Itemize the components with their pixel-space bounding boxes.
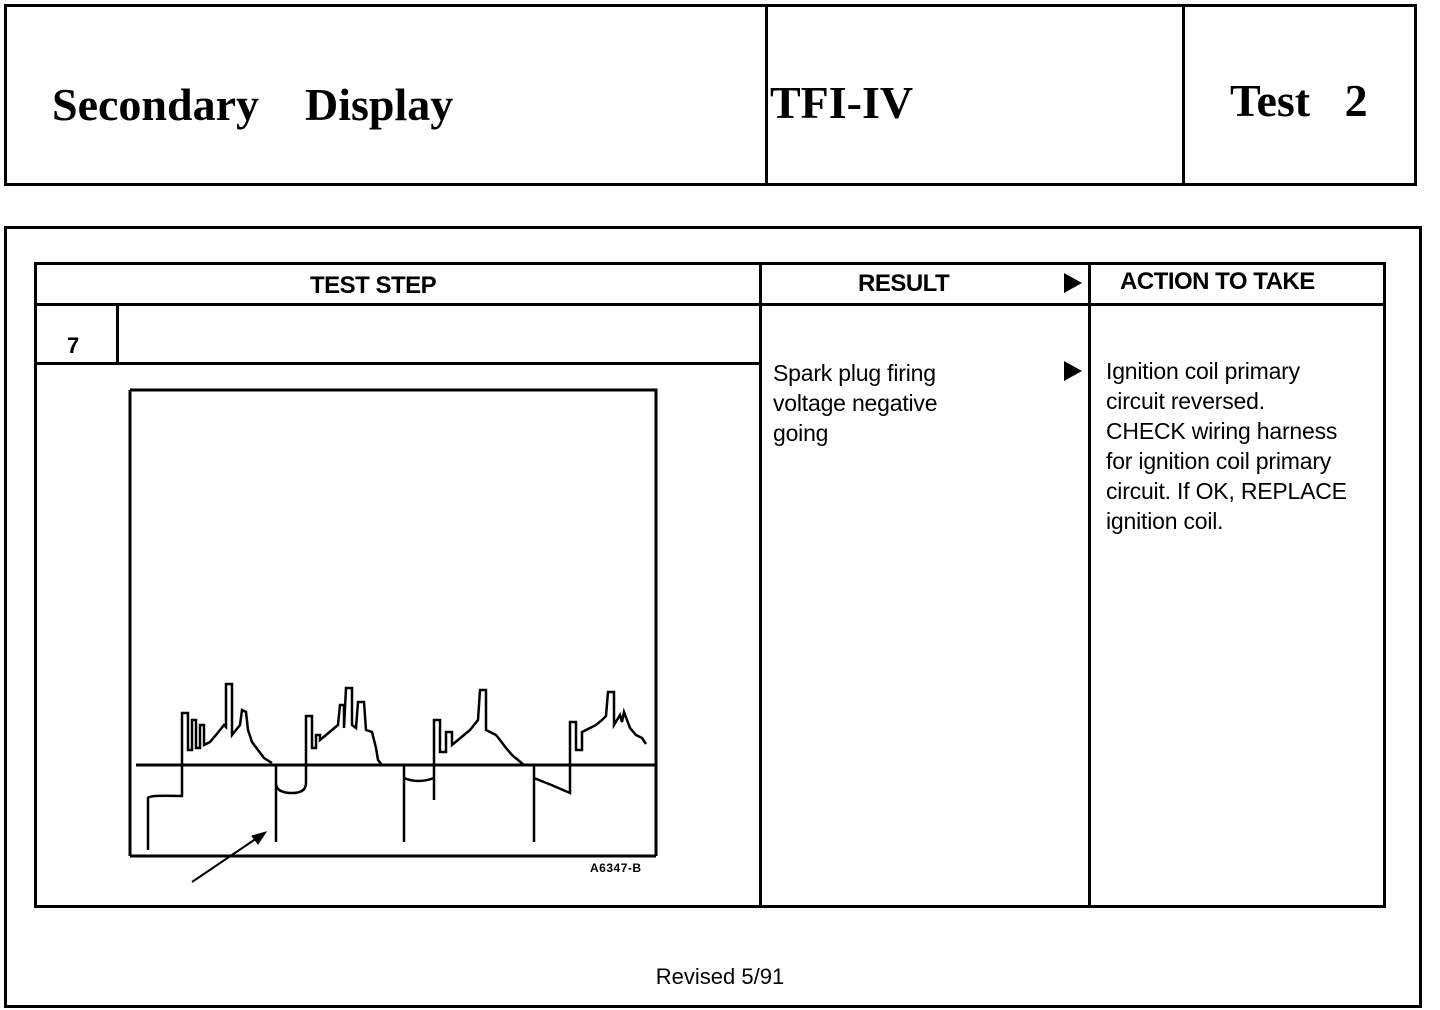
scope-frame	[128, 388, 658, 856]
action-line: for ignition coil primary	[1106, 448, 1332, 474]
action-line: circuit reversed.	[1106, 388, 1265, 414]
pointer-arrow	[191, 835, 261, 883]
content-box	[4, 226, 1422, 1008]
figure-label: A6347-B	[590, 861, 642, 875]
page-title: Secondary Display	[52, 79, 454, 130]
waveform-cylinder-4	[532, 690, 648, 842]
column-header-result: RESULT	[858, 270, 950, 297]
system-name: TFI-IV	[770, 77, 914, 128]
column-header-test-step: TEST STEP	[310, 272, 437, 299]
waveform-cylinder-3	[402, 688, 525, 842]
step-number-divider	[116, 303, 119, 363]
test-number: Test 2	[1230, 75, 1368, 126]
pointer-arrowhead	[251, 831, 268, 845]
column-divider	[759, 262, 762, 908]
result-text: Spark plug firing voltage negative going	[773, 358, 938, 448]
secondary-waveform-figure	[128, 388, 658, 883]
waveform-cylinder-2	[274, 686, 383, 842]
action-line: ignition coil.	[1106, 508, 1224, 534]
column-header-action: ACTION TO TAKE	[1120, 268, 1315, 295]
arrow-right-icon	[1064, 361, 1082, 381]
step-number: 7	[67, 333, 79, 358]
waveform-cylinder-1	[146, 682, 273, 850]
test-table	[34, 262, 1386, 908]
step-row-divider	[34, 362, 761, 365]
header-divider	[765, 7, 768, 183]
action-line: CHECK wiring harness	[1106, 418, 1338, 444]
action-line: circuit. If OK, REPLACE	[1106, 478, 1347, 504]
header-row-divider	[34, 303, 1386, 306]
arrow-right-icon	[1064, 273, 1082, 293]
revised-date: Revised 5/91	[655, 964, 785, 989]
action-text: Ignition coil primary circuit reversed. …	[1106, 356, 1347, 536]
column-divider	[1088, 262, 1091, 908]
result-line: voltage negative	[773, 390, 938, 416]
header-divider	[1182, 7, 1185, 183]
result-line: Spark plug firing	[773, 360, 936, 386]
header-box	[4, 4, 1417, 186]
action-line: Ignition coil primary	[1106, 358, 1300, 384]
result-line: going	[773, 420, 829, 446]
